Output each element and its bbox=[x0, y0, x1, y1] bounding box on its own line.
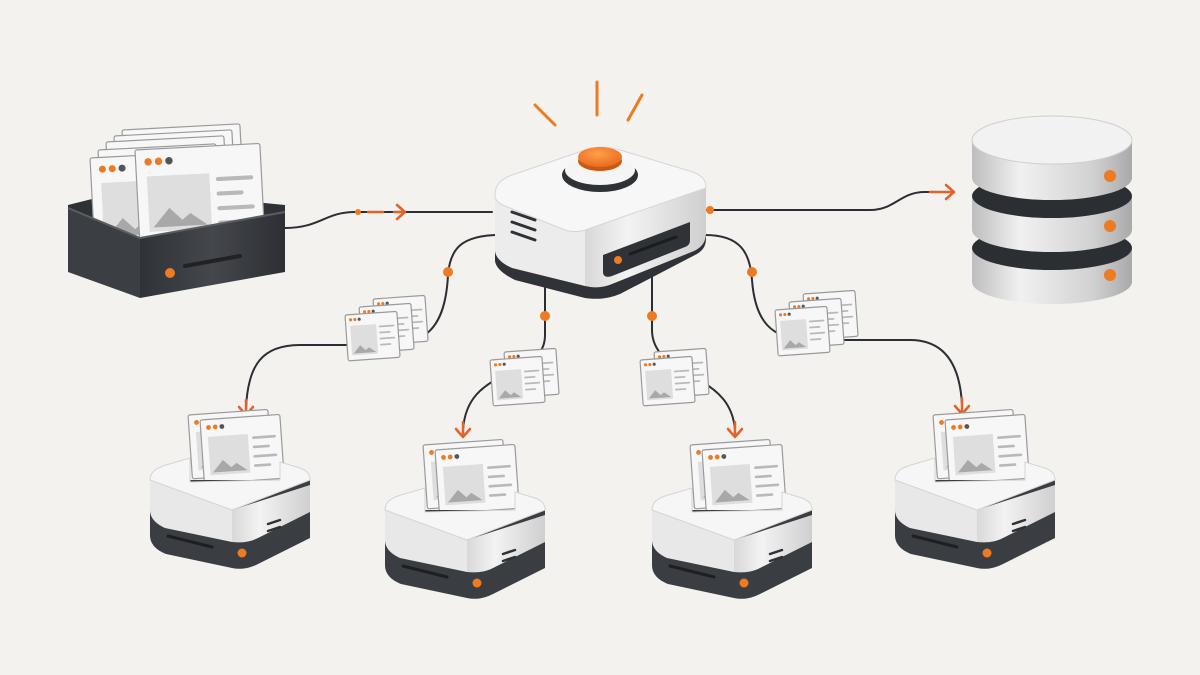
document-icon bbox=[701, 443, 787, 515]
drive-slot bbox=[911, 534, 959, 549]
vent-grille-icon bbox=[501, 548, 517, 563]
status-light-icon bbox=[237, 548, 247, 558]
vent-grille-icon bbox=[768, 548, 784, 563]
alert-rays bbox=[533, 80, 644, 127]
drive-slot bbox=[166, 534, 214, 549]
vent-grille-icon bbox=[1011, 518, 1027, 533]
document-icon bbox=[199, 413, 285, 485]
document-icon bbox=[134, 142, 266, 246]
document-icon bbox=[489, 355, 546, 407]
image-placeholder-icon bbox=[952, 434, 996, 476]
batch-to-worker-4 bbox=[774, 289, 859, 357]
database-cylinder-stack bbox=[971, 115, 1133, 304]
worker-nodes bbox=[149, 408, 1056, 599]
arrowhead-icon bbox=[454, 420, 472, 439]
image-placeholder-icon bbox=[645, 369, 674, 401]
drive-slot bbox=[401, 564, 449, 579]
image-placeholder-icon bbox=[207, 434, 251, 476]
status-light-icon bbox=[1104, 269, 1116, 281]
worker-node-4 bbox=[894, 408, 1056, 569]
status-light-icon bbox=[472, 578, 482, 588]
worker-node-1 bbox=[149, 408, 311, 569]
image-placeholder-icon bbox=[350, 324, 379, 356]
document-batches bbox=[344, 289, 859, 407]
worker-node-2 bbox=[384, 438, 546, 599]
arrowhead-icon bbox=[366, 203, 407, 221]
status-light-icon bbox=[165, 268, 175, 278]
batch-to-worker-3 bbox=[639, 347, 710, 407]
junction-dots bbox=[355, 206, 757, 321]
vent-grille-icon bbox=[510, 210, 537, 242]
arrowhead-icon bbox=[953, 396, 971, 416]
image-placeholder-icon bbox=[442, 464, 486, 506]
document-icon bbox=[944, 413, 1030, 485]
tray-top-edge bbox=[67, 207, 286, 240]
image-placeholder-icon bbox=[709, 464, 753, 506]
connector-hub-to-database bbox=[705, 191, 946, 211]
document-icon bbox=[344, 310, 401, 362]
central-dispatcher bbox=[494, 80, 707, 299]
connector-hub-to-worker-4 bbox=[704, 234, 963, 406]
vent-grille-icon bbox=[266, 518, 282, 533]
junction-dot bbox=[540, 311, 550, 321]
document-icon bbox=[434, 443, 520, 515]
drive-slot bbox=[668, 564, 716, 579]
junction-dot bbox=[647, 311, 657, 321]
arrowhead-icon bbox=[726, 420, 744, 439]
image-placeholder-icon bbox=[495, 369, 524, 401]
status-light-icon bbox=[1104, 220, 1116, 232]
hub-left-face bbox=[495, 195, 585, 286]
connector-hub-to-worker-3 bbox=[651, 264, 736, 431]
tray-front-right bbox=[140, 212, 285, 298]
status-light-icon bbox=[1104, 170, 1116, 182]
batch-to-worker-1 bbox=[344, 294, 429, 362]
power-button-icon bbox=[562, 147, 638, 192]
document-icon bbox=[774, 305, 831, 357]
image-placeholder-icon bbox=[146, 173, 213, 232]
junction-dot bbox=[355, 209, 361, 215]
document-icon bbox=[639, 355, 696, 407]
hub-slot bbox=[628, 235, 678, 256]
status-light-icon bbox=[982, 548, 992, 558]
arrowhead-icon bbox=[928, 183, 956, 201]
source-document-tray bbox=[67, 123, 286, 298]
junction-dot bbox=[443, 267, 453, 277]
status-light-icon bbox=[739, 578, 749, 588]
batch-to-worker-2 bbox=[489, 347, 560, 407]
junction-dot bbox=[747, 267, 757, 277]
image-placeholder-icon bbox=[780, 319, 809, 351]
worker-node-3 bbox=[651, 438, 813, 599]
status-light-icon bbox=[614, 256, 622, 264]
tray-slot bbox=[183, 254, 242, 268]
connector-tray-to-hub bbox=[284, 211, 493, 229]
junction-dot bbox=[706, 206, 714, 214]
database-disk-top bbox=[971, 115, 1133, 200]
